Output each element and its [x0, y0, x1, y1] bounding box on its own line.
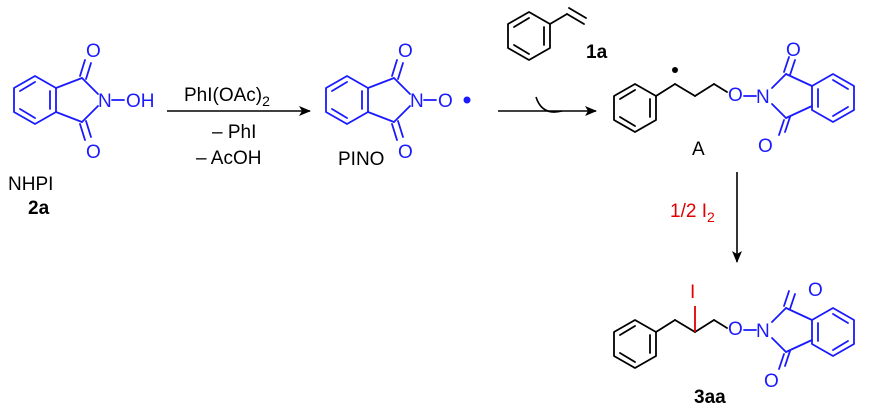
- intermediate-nitrogen: N: [756, 87, 770, 108]
- product-oxygen-top: O: [808, 280, 823, 301]
- step1-reagent: PhI(OAc)2: [184, 85, 270, 109]
- byproduct-acoh: – AcOH: [196, 148, 261, 169]
- pino-oxygen-radical: O: [438, 91, 453, 112]
- intermediate-oxygen: O: [728, 85, 743, 106]
- styrene-addition-curve: [535, 96, 563, 113]
- nhpi-oxygen-top: O: [86, 41, 101, 62]
- intermediate-radical-dot: [672, 67, 678, 73]
- product-iodine: I: [690, 282, 695, 303]
- pino-nitrogen: N: [410, 91, 424, 112]
- product-number: 3aa: [694, 387, 726, 408]
- byproduct-phi: – PhI: [212, 122, 256, 143]
- step2-reagent: 1/2 I2: [670, 201, 715, 225]
- styrene-structure: [507, 7, 587, 61]
- product-oxygen-bottom: O: [764, 371, 779, 392]
- product-oxygen: O: [728, 319, 743, 340]
- styrene-number: 1a: [586, 42, 608, 63]
- nhpi-oxygen-bottom: O: [86, 142, 101, 163]
- pino-oxygen-bottom: O: [398, 142, 413, 163]
- pino-name: PINO: [338, 149, 384, 170]
- intermediate-oxygen-top: O: [786, 40, 801, 61]
- nhpi-nitrogen: N: [98, 91, 112, 112]
- nhpi-structure: O O N OH: [13, 41, 155, 163]
- pino-oxygen-top: O: [398, 41, 413, 62]
- intermediate-label: A: [692, 139, 705, 160]
- nhpi-name: NHPI: [8, 174, 53, 195]
- intermediate-a-structure: O N O O: [613, 40, 855, 157]
- intermediate-oxygen-bottom: O: [758, 136, 773, 157]
- pino-radical-dot: [463, 96, 471, 104]
- product-3aa-structure: I O N O O: [613, 280, 855, 392]
- product-nitrogen: N: [756, 321, 770, 342]
- nhpi-hydroxyl: OH: [126, 91, 155, 112]
- nhpi-number: 2a: [28, 198, 50, 219]
- pino-structure: O O N O: [325, 41, 471, 163]
